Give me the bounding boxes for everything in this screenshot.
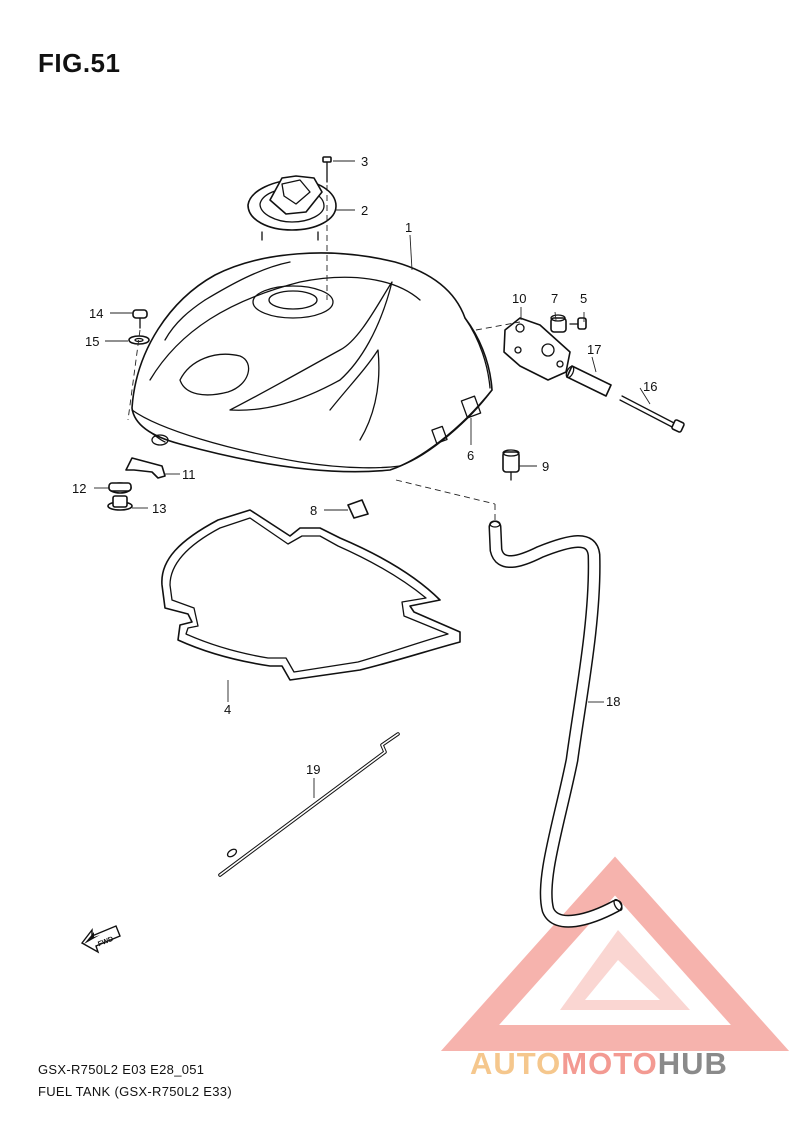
mounting-bolt-part <box>132 309 148 329</box>
callout-16: 16 <box>643 379 657 394</box>
watermark-hub: HUB <box>657 1046 728 1081</box>
long-bolt-part <box>619 395 685 433</box>
gasket-part <box>161 509 461 681</box>
drain-hose-part <box>488 520 623 928</box>
figure-title: FIG.51 <box>38 48 121 78</box>
callout-15: 15 <box>85 334 99 349</box>
fuel-tank-part <box>131 252 493 473</box>
callout-4: 4 <box>224 702 231 717</box>
grommet-part <box>107 495 133 511</box>
callout-13: 13 <box>152 501 166 516</box>
watermark-moto: MOTO <box>561 1046 658 1081</box>
watermark-auto: AUTO <box>470 1046 562 1081</box>
callout-9: 9 <box>542 459 549 474</box>
fuel-cap-part <box>247 175 337 241</box>
callout-7: 7 <box>551 291 558 306</box>
callout-19: 19 <box>306 762 320 777</box>
callout-1: 1 <box>405 220 412 235</box>
prop-rod-part <box>218 732 400 877</box>
callout-18: 18 <box>606 694 620 709</box>
callout-14: 14 <box>89 306 103 321</box>
clip-part <box>347 499 369 519</box>
callout-11: 11 <box>182 467 196 482</box>
callout-6: 6 <box>467 448 474 463</box>
triangle-logo-icon <box>440 856 790 1051</box>
callout-12: 12 <box>72 481 86 496</box>
fwd-arrow-icon <box>80 925 121 954</box>
cap-screw-part <box>322 156 332 183</box>
callout-2: 2 <box>361 203 368 218</box>
callout-3: 3 <box>361 154 368 169</box>
nut-part <box>550 314 567 333</box>
collar-part <box>565 365 612 397</box>
callout-8: 8 <box>310 503 317 518</box>
callout-5: 5 <box>580 291 587 306</box>
mount-bracket-part <box>125 457 166 479</box>
callout-17: 17 <box>587 342 601 357</box>
model-code: GSX-R750L2 E03 E28_051 <box>38 1062 205 1077</box>
bracket-part <box>503 317 571 381</box>
callout-10: 10 <box>512 291 526 306</box>
damper-part <box>108 482 132 494</box>
figure-caption: FUEL TANK (GSX-R750L2 E33) <box>38 1084 232 1099</box>
watermark-logo: AUTOMOTOHUB <box>470 1046 728 1082</box>
cushion-part <box>502 449 520 481</box>
